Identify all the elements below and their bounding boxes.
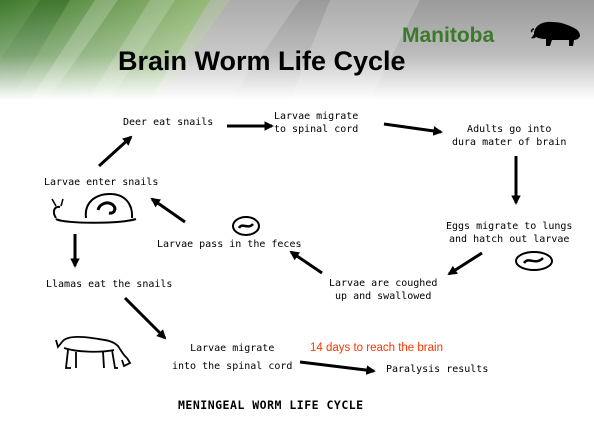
- node-larvae-coughed: Larvae are coughed up and swallowed: [329, 277, 437, 303]
- arrow-spinal-to-adults: [384, 124, 441, 132]
- node-eggs-migrate-lungs: Eggs migrate to lungs and hatch out larv…: [446, 220, 572, 246]
- annotation-14-days: 14 days to reach the brain: [310, 342, 443, 354]
- node-label-line: and hatch out larvae: [446, 233, 572, 246]
- diagram-caption: MENINGEAL WORM LIFE CYCLE: [178, 398, 364, 412]
- node-larvae-enter-snails: Larvae enter snails: [44, 176, 158, 189]
- node-deer-eat-snails: Deer eat snails: [123, 116, 213, 129]
- node-label-line: up and swallowed: [329, 290, 437, 303]
- node-paralysis-results: Paralysis results: [386, 363, 488, 376]
- node-label-line: into the spinal cord: [172, 360, 292, 373]
- node-llamas-eat-snails: Llamas eat the snails: [46, 278, 172, 291]
- node-label-line: Larvae migrate: [172, 342, 292, 355]
- node-larvae-migrate-spinal: Larvae migrate to spinal cord: [274, 110, 358, 136]
- larva-icon: [233, 217, 259, 235]
- node-label-line: dura mater of brain: [452, 136, 566, 149]
- node-label-line: Adults go into: [452, 123, 566, 136]
- arrow-snails-to-deer: [99, 137, 131, 166]
- larva-icon: [516, 252, 552, 270]
- arrow-coughed-to-feces: [291, 252, 322, 273]
- node-label-line: Larvae migrate: [274, 110, 358, 123]
- node-adults-dura-mater: Adults go into dura mater of brain: [452, 123, 566, 149]
- node-label-line: Eggs migrate to lungs: [446, 220, 572, 233]
- llama-icon: [56, 337, 130, 368]
- node-label-line: to spinal cord: [274, 123, 358, 136]
- node-larvae-pass-feces: Larvae pass in the feces: [157, 238, 302, 251]
- snail-icon: [52, 194, 136, 223]
- node-label-line: Larvae are coughed: [329, 277, 437, 290]
- arrow-feces-to-snails: [152, 199, 185, 222]
- arrow-spinal-to-paralysis: [300, 362, 374, 371]
- arrow-eggs-to-coughed: [449, 253, 482, 274]
- node-larvae-migrate-spinal-llama: Larvae migrate into the spinal cord: [172, 342, 292, 373]
- arrow-llamas-to-spinal: [125, 298, 165, 338]
